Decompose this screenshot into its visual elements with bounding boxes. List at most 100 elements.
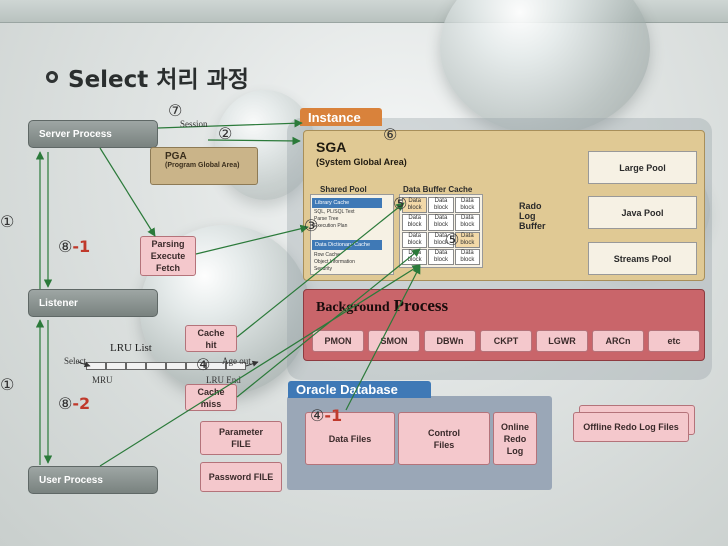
- process-label: DBWn: [436, 336, 464, 346]
- process-label: PMON: [324, 336, 352, 346]
- lru-cell: [226, 362, 246, 370]
- data-block-bottom: block: [433, 205, 448, 211]
- library-cache-header: Library Cache: [312, 198, 382, 208]
- lru-select-label: Select: [64, 356, 86, 366]
- data-files-box: Data Files: [305, 412, 395, 465]
- library-cache-label: Library Cache: [315, 200, 350, 206]
- offline-redo-box: Offline Redo Log Files: [573, 412, 689, 442]
- user-process-box: User Process: [28, 466, 158, 494]
- page-title: Select 처리 과정: [68, 67, 249, 93]
- fetch-label: Fetch: [155, 263, 180, 273]
- password-file-label: Password FILE: [208, 472, 274, 482]
- user-process-label: User Process: [39, 474, 103, 486]
- library-cache-items: SQL, PL/SQL Text Parse Tree Execution Pl…: [314, 209, 355, 230]
- database-tag-label: Oracle Database: [296, 382, 398, 397]
- data-block-bottom: block: [433, 222, 448, 229]
- orb-large-top: [440, 0, 650, 135]
- redo-label-1: Rado: [519, 201, 542, 211]
- step-marker-6: ⑥: [383, 125, 398, 144]
- data-block-top: Data: [460, 198, 474, 204]
- cache-hit-label-1: Cache: [197, 327, 225, 338]
- data-files-label: Data Files: [328, 433, 372, 444]
- large-pool-box: Large Pool: [588, 151, 697, 184]
- library-item: SQL, PL/SQL Text: [314, 209, 355, 215]
- parsing-box: Parsing Execute Fetch: [140, 236, 196, 276]
- lru-cell: [186, 362, 206, 370]
- process-label: LGWR: [548, 336, 576, 346]
- step-marker-8-1: ⑧-1: [58, 239, 90, 255]
- dictionary-item: Row Cache: [314, 252, 340, 258]
- data-block-top: Data: [434, 232, 448, 239]
- dictionary-cache-items: Row Cache Object Information Security: [314, 252, 355, 273]
- bullet-icon: [46, 71, 58, 83]
- data-block-bottom: block: [460, 205, 475, 211]
- background-process-row: PMON SMON DBWn CKPT LGWR ARCn etc: [312, 330, 700, 352]
- data-block-bottom: block: [407, 256, 422, 263]
- process-ckpt: CKPT: [480, 330, 532, 352]
- parameter-file-box: Parameter FILE: [200, 421, 282, 455]
- step-marker-5-mid: ⑤: [445, 230, 460, 249]
- redo-log-buffer-box: Rado Log Buffer: [491, 187, 579, 275]
- data-block-top: Data: [434, 215, 448, 222]
- server-process-box: Server Process: [28, 120, 158, 148]
- shared-pool-label: Shared Pool: [320, 185, 367, 194]
- lru-cell: [126, 362, 146, 370]
- data-block-bottom: block: [433, 239, 448, 246]
- execute-label: Execute: [150, 251, 186, 261]
- data-block-bottom: block: [407, 205, 422, 211]
- pga-title: PGA: [165, 151, 187, 162]
- cache-hit-box: Cache hit: [185, 325, 237, 352]
- arrow-session: [157, 119, 303, 146]
- step-marker-8-2: ⑧-2: [58, 396, 90, 412]
- dictionary-cache-label: Data Dictionary Cache: [315, 242, 371, 248]
- streams-pool-box: Streams Pool: [588, 242, 697, 275]
- process-label: ARCn: [605, 336, 631, 346]
- control-files-label-1: Control: [428, 427, 460, 438]
- process-smon: SMON: [368, 330, 420, 352]
- server-process-label: Server Process: [39, 128, 112, 140]
- large-pool-label: Large Pool: [619, 162, 666, 173]
- library-item: Parse Tree: [314, 216, 339, 222]
- marker-suffix: -2: [72, 394, 91, 413]
- data-block-bottom: block: [407, 222, 422, 229]
- sga-subtitle: (System Global Area): [316, 157, 407, 167]
- online-redo-box: Online Redo Log: [493, 412, 537, 465]
- data-block-top: Data: [434, 198, 448, 204]
- pga-subtitle: (Program Global Area): [165, 162, 240, 169]
- marker-number: ④: [310, 406, 325, 425]
- lru-ageout-label: Age out: [222, 356, 251, 366]
- data-block-top: Data: [434, 249, 448, 256]
- instance-tag-label: Instance: [308, 109, 361, 125]
- lru-cell: [166, 362, 186, 370]
- data-block-bottom: block: [460, 239, 475, 246]
- database-tag: Oracle Database: [288, 381, 431, 398]
- control-files-box: Control Files: [398, 412, 490, 465]
- process-etc: etc: [648, 330, 700, 352]
- arrow-lru: [77, 360, 259, 368]
- dictionary-item: Security: [314, 266, 333, 272]
- online-redo-label-1: Online: [500, 421, 529, 432]
- arrow-server-parsing: [99, 147, 309, 255]
- step-marker-2: ②: [218, 124, 233, 143]
- listener-box: Listener: [28, 289, 158, 317]
- data-block-bottom: block: [407, 239, 422, 246]
- sga-title: SGA: [316, 139, 347, 155]
- lru-list-title: LRU List: [110, 342, 152, 354]
- data-block-top: Data: [460, 249, 474, 256]
- process-lgwr: LGWR: [536, 330, 588, 352]
- dictionary-item: Object Information: [314, 259, 355, 265]
- listener-label: Listener: [39, 297, 78, 309]
- data-block-bottom: block: [433, 256, 448, 263]
- process-label: SMON: [380, 336, 408, 346]
- step-marker-5-top: ⑤: [393, 194, 408, 213]
